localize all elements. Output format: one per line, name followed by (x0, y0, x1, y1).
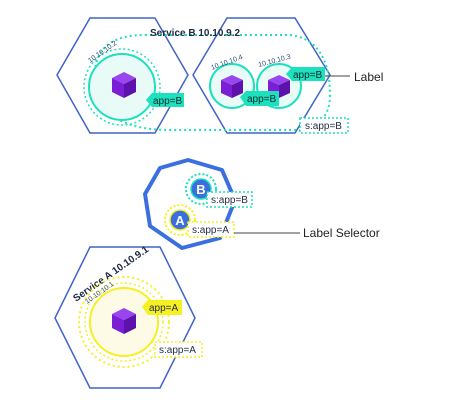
service-b-title: Service B 10.10.9.2 (150, 28, 241, 39)
service-b-boundary (93, 34, 332, 131)
legend-selector-b-tag: s:app=B (206, 191, 253, 208)
legend-badge-a: A (164, 204, 196, 236)
container-cube-icon (112, 308, 136, 334)
legend-selector-a-tag: s:app=A (187, 221, 235, 238)
service-a-selector-tag: s:app=A (154, 341, 203, 358)
container-cube-icon (221, 75, 243, 98)
pod-a1-outer-ring (84, 282, 164, 362)
pod-a1-label-tag: app=A (142, 300, 182, 315)
legend-badge-b: B (185, 173, 217, 205)
selector-legend-group: B s:app=B A s:app=A Label Selector (143, 158, 380, 250)
pod-b1-label-text: app=B (153, 96, 183, 107)
service-b-selector-text: s:app=B (305, 121, 342, 132)
legend-selector-a-text: s:app=A (192, 225, 229, 236)
pod-b1-outer-ring (83, 48, 161, 126)
service-a-selector-text: s:app=A (159, 345, 196, 356)
pod-b2-label-text: app=B (247, 94, 277, 105)
service-a-group: Service A 10.10.9.1 10.10.10.1 app=A s:a… (54, 244, 203, 389)
legend-selector-b-text: s:app=B (211, 195, 248, 206)
pod-a1-label-text: app=A (149, 303, 179, 314)
pod-b3-label-tag: app=B (286, 67, 325, 81)
pod-b3-label-text: app=B (293, 70, 323, 81)
legend-badge-b-letter: B (196, 182, 205, 197)
pod-b1-label-tag: app=B (146, 93, 184, 107)
service-a-boundary (78, 276, 170, 368)
label-callout-text: Label (354, 70, 383, 84)
label-selector-callout-text: Label Selector (303, 226, 380, 240)
pod-b2-label-tag: app=B (240, 91, 279, 106)
service-b-group: Service B 10.10.9.2 10.10.10.2 app=B 10.… (56, 17, 383, 134)
legend-badge-a-letter: A (175, 213, 185, 228)
pod-a1[interactable]: 10.10.10.1 app=A (84, 281, 182, 362)
container-cube-icon (112, 72, 136, 98)
service-b-selector-tag: s:app=B (299, 117, 349, 134)
